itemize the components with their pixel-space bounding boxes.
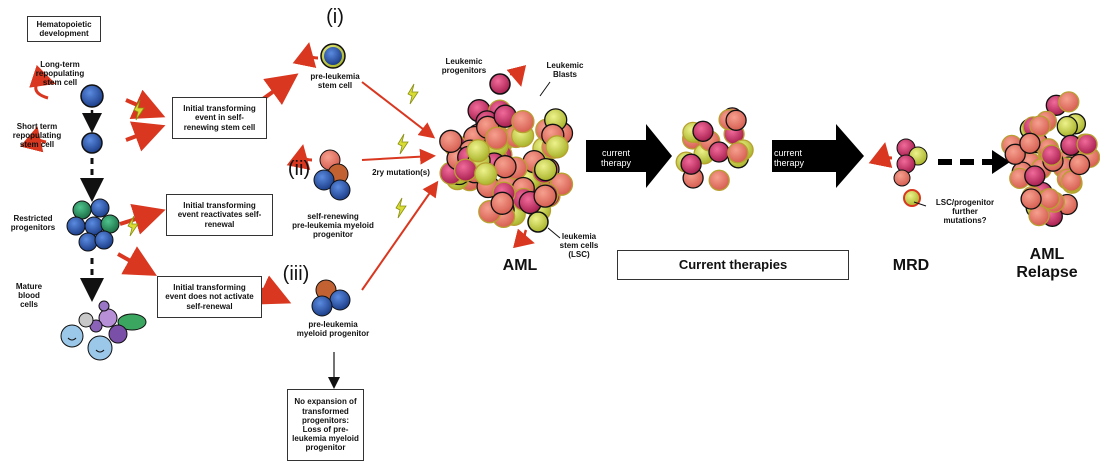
lsc-further-label: LSC/progenitor further mutations? [935,198,995,226]
event-box-self-renewing: Initial transforming event in self- rene… [172,97,267,139]
st-stem-cell [20,126,103,154]
post-therapy-cluster [675,107,754,191]
self-renewing-progenitor-cells [286,144,351,201]
no-expansion-box: No expansion of transformed progenitors:… [287,389,364,461]
cluster-cell [1020,188,1042,210]
leukemic-progenitors-label: Leukemic progenitors [441,57,487,76]
lt-stem-label: Long-term repopulating stem cell [35,60,85,88]
lsc-label: leukemia stem cells (LSC) [559,232,599,260]
pre-leukemia-stem-cell [292,42,346,69]
lightning-bolt-icon [127,83,419,237]
second-mutation-label: 2ry mutation(s) [372,168,430,177]
current-therapies-banner: Current therapies [617,250,849,280]
cluster-cell [439,129,463,153]
cluster-cell [692,120,714,142]
cluster-cell [485,126,509,150]
cluster-cell [1058,91,1080,113]
cluster-cell [511,109,535,134]
cluster-cell [1038,188,1061,210]
cluster-cell [1019,132,1041,154]
cluster-cell [1024,165,1046,187]
cluster-cell [725,109,747,131]
cluster-cell [1056,115,1078,138]
leukemic-blasts-label: Leukemic Blasts [546,61,584,80]
aml-label: AML [502,257,538,274]
cluster-cell [534,157,558,182]
cluster-cell [474,162,498,186]
arrow-iii-to-aml [361,180,439,291]
mrd-to-relapse-arrowhead [992,150,1010,174]
cluster-cell [533,184,557,208]
path-ii-label: (ii) [287,158,311,180]
pre-leukemia-myeloid-label: pre-leukemia myeloid progenitor [296,320,370,339]
current-therapy-arrow-1[interactable] [586,124,672,188]
st-stem-label: Short term repopulating stem cell [12,122,62,150]
lsc-cell [513,211,561,249]
cluster-cell [1076,133,1098,155]
pre-leukemia-stem-label: pre-leukemia stem cell [310,72,360,91]
self-renewing-progenitor-label: self-renewing pre-leukemia myeloid proge… [292,212,374,240]
event-box-not-activate: Initial transforming event does not acti… [157,276,262,318]
restricted-progenitor-cells [66,198,120,252]
mrd-cells [868,138,928,207]
path-iii-label: (iii) [282,263,310,285]
restricted-label: Restricted progenitors [10,214,56,233]
leukemic-progenitor-cell [489,65,527,95]
arrow-ii-to-aml [361,148,436,165]
cluster-cell [1068,153,1091,176]
cluster-cell [1004,143,1026,165]
cluster-cell [545,135,569,159]
blasts-pointer [539,81,551,97]
aml-cell-cluster [439,99,574,229]
cluster-cell [708,141,730,163]
arrow-st-to-box1 [125,121,166,152]
current-therapy-label-2: current therapy [774,148,805,169]
arrow-lt-to-box1 [125,89,166,120]
cluster-cell [727,142,749,164]
cluster-cell [490,191,514,215]
mature-blood-cells [60,300,147,361]
relapse-label: AML Relapse [1016,246,1078,282]
mrd-label: MRD [892,257,930,274]
relapse-cluster [1001,91,1100,227]
current-therapy-arrow-2[interactable] [772,124,864,188]
arrow-i-to-aml [361,81,436,139]
cluster-cell [453,158,478,182]
cluster-cell [1040,144,1063,166]
current-therapy-label-1: current therapy [600,148,632,169]
hematopoietic-title-box: Hematopoietic development [27,16,101,42]
cluster-cell [1029,115,1051,137]
pre-leukemia-myeloid-cells [311,279,351,317]
cluster-cell [680,153,702,175]
cluster-cell [708,169,730,191]
arrow-restricted-to-box3 [117,246,157,276]
path-i-label: (i) [326,6,344,28]
lt-stem-cell [29,64,104,108]
mature-label: Mature blood cells [15,282,43,310]
cluster-cell [466,139,490,163]
arrow-box3-to-iii [255,275,292,305]
event-box-reactivates: Initial transforming event reactivates s… [166,194,273,236]
arrow-restricted-to-box2 [119,203,166,235]
